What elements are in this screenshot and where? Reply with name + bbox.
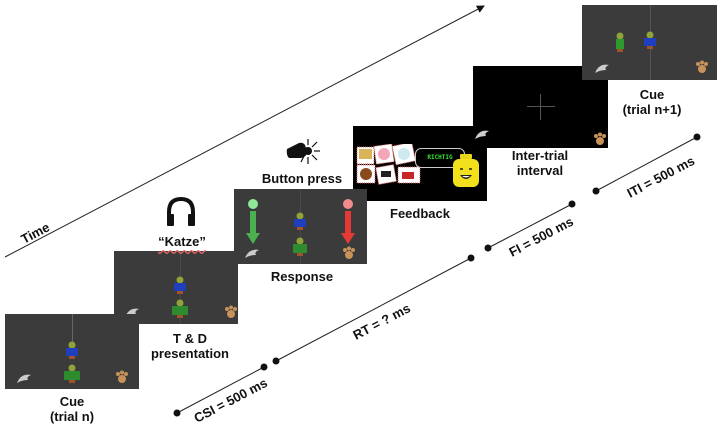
wing-icon (594, 61, 610, 79)
interval-end-dot (467, 254, 475, 262)
paw-icon (342, 246, 356, 264)
center-line (72, 314, 73, 354)
cue-character-blue-icon (65, 341, 79, 366)
stage-title-line: (trial n+1) (622, 102, 682, 117)
target-character-green-icon (292, 237, 308, 262)
stage-label-response: Response (262, 269, 342, 284)
stage-label-td-presentation: T & D presentation (140, 331, 240, 361)
interval-start-dot (592, 187, 600, 195)
paw-icon (695, 60, 709, 79)
paw-icon (593, 132, 607, 146)
interval-iti: ITI = 500 ms (592, 133, 701, 201)
screen-feedback: RICHTIG (353, 126, 487, 201)
interval-end-dot (693, 133, 701, 141)
paw-icon (224, 305, 238, 324)
target-character-green-icon (614, 32, 626, 57)
red-light-arrow-icon (340, 198, 356, 255)
interval-start-dot (484, 244, 492, 252)
stage-title-line: Response (270, 269, 334, 284)
stage-title-line: presentation (150, 346, 229, 361)
animal-pictures-collage (356, 141, 421, 186)
interval-csi: CSI = 500 ms (173, 363, 270, 426)
target-character-green-icon (63, 364, 81, 389)
interval-end-dot (260, 363, 268, 371)
interval-label: ITI = 500 ms (624, 153, 697, 201)
cue-character-blue-icon (173, 276, 187, 301)
cue-character-blue-icon (293, 212, 307, 237)
speech-bubble: RICHTIG (415, 148, 465, 168)
interval-start-dot (173, 409, 181, 417)
stage-title-line: interval (516, 163, 564, 178)
interval-label: CSI = 500 ms (191, 375, 269, 426)
wing-icon (474, 127, 490, 145)
wing-icon (244, 246, 260, 264)
interval-start-dot (272, 357, 280, 365)
stage-title-line: Inter-trial (511, 148, 569, 163)
audio-word-label: “Katze” (158, 234, 206, 249)
green-light-arrow-icon (245, 198, 261, 255)
screen-cue-trial-n (5, 314, 139, 389)
feedback-text: RICHTIG (427, 154, 453, 161)
target-character-green-icon (171, 299, 189, 324)
fixation-cross-vertical (540, 94, 541, 120)
stage-title-line: (trial n) (49, 409, 95, 424)
interval-end-dot (568, 200, 576, 208)
stage-label-cue-trial-n1: Cue (trial n+1) (612, 87, 692, 117)
interval-label: RT = ? ms (350, 300, 412, 342)
stage-title-line: T & D (173, 331, 207, 346)
stage-label-cue-trial-n: Cue (trial n) (32, 394, 112, 424)
button-press-hand-icon (285, 139, 321, 170)
headphones-icon (165, 196, 197, 233)
fixation-cross-icon (527, 106, 555, 107)
stage-title-line: Feedback (390, 206, 450, 221)
interval-fi: FI = 500 ms (484, 200, 576, 260)
time-axis-label: Time (18, 219, 52, 246)
stage-title-line: Cue (59, 394, 85, 409)
paw-icon (115, 370, 129, 389)
stage-title-line: Cue (639, 87, 665, 102)
action-label-button-press: Button press (261, 171, 343, 186)
time-axis-arrow (4, 5, 485, 258)
cue-character-blue-icon (643, 31, 657, 56)
stage-label-inter-trial-interval: Inter-trial interval (500, 148, 580, 178)
stage-label-feedback: Feedback (380, 206, 460, 221)
screen-response (234, 189, 367, 264)
lego-smiley-face-icon (450, 154, 482, 195)
screen-cue-trial-n1 (582, 5, 717, 80)
wing-icon (16, 371, 32, 389)
